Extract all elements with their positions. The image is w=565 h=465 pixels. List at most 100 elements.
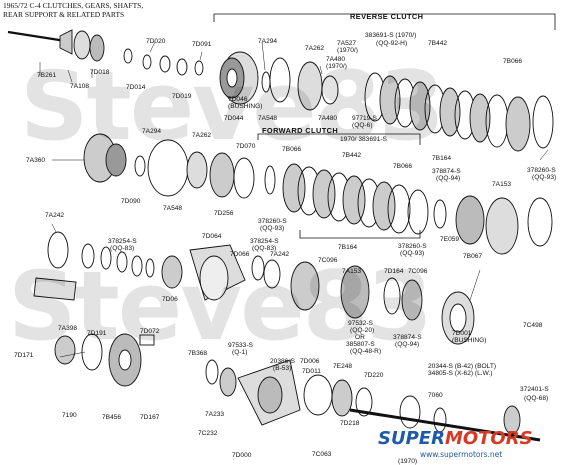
part-label: 7C232 [198, 430, 218, 437]
part-label: 7E059 [440, 236, 460, 243]
part-label: 7D171 [14, 352, 34, 359]
part-label: (QQ-93) [260, 225, 285, 232]
part-label: 7A527 [337, 40, 357, 47]
part-label: (Q-1) [232, 349, 248, 356]
part-label: 7B442 [342, 152, 362, 159]
planetary-row-parts [47, 231, 281, 301]
part-label: 7D018 [90, 69, 110, 76]
part-label: 7A360 [26, 157, 46, 164]
part-label: 378874-S [432, 168, 461, 175]
part-label: 378874-S [393, 334, 422, 341]
watermark-top: Steve83 [20, 52, 445, 162]
part-label: (QQ-94) [436, 175, 461, 182]
part-label: 7A262 [305, 45, 325, 52]
part-label: 385807-S [346, 341, 375, 348]
part-label: 7B368 [188, 350, 208, 357]
part-label: 378254-S [250, 238, 279, 245]
part-label: 7B066 [282, 146, 302, 153]
part-label: (QQ-93) [532, 174, 557, 181]
part-label: 7A398 [58, 325, 78, 332]
part-label: 7A242 [45, 212, 65, 219]
part-label: 372401-S [520, 386, 549, 393]
part-label: 7D070 [236, 143, 256, 150]
part-label: 7A294 [142, 128, 162, 135]
leader-lines [39, 41, 549, 358]
reverse-clutch-drum-drawing [219, 51, 259, 105]
part-label: (BUSHING) [452, 337, 487, 344]
part-label: 7D011 [302, 368, 321, 375]
reverse-clutch-parts [261, 57, 339, 111]
part-label: 7B456 [102, 414, 122, 421]
part-label: 97719-S [352, 115, 377, 122]
part-label: 7D256 [214, 210, 234, 217]
forward-clutch-plates [282, 163, 553, 255]
reverse-clutch-bracket [213, 13, 556, 30]
part-label: 7A242 [270, 251, 290, 258]
reverse-clutch-title: REVERSE CLUTCH [350, 12, 424, 21]
forward-clutch-cylinder-drawing [83, 133, 276, 199]
part-label: (QQ-6) [352, 122, 373, 129]
part-label: 7D090 [121, 198, 141, 205]
part-label: (QQ-83) [110, 245, 135, 252]
part-label: 7B066 [393, 163, 413, 170]
logo-brand-b: MOTORS [444, 428, 533, 449]
part-label: 7D220 [364, 372, 384, 379]
part-label: 7A548 [258, 115, 278, 122]
part-label: 7D066 [230, 251, 250, 258]
part-label: 7C096 [408, 268, 428, 275]
part-label: (1970) [398, 458, 418, 465]
part-label: 7A480 [326, 56, 346, 63]
part-label: 7D167 [140, 414, 160, 421]
part-label: 7190 [62, 412, 77, 419]
part-label: 7D064 [202, 233, 222, 240]
part-label: (QQ-20) [350, 327, 375, 334]
forward-clutch-title: FORWARD CLUTCH [262, 126, 339, 135]
part-label: 1970/ 383691-S [340, 136, 387, 143]
part-label: OR [355, 334, 365, 341]
part-label: 7B067 [463, 253, 483, 260]
part-label: 20344-S (B-42) (BOLT) [428, 363, 497, 370]
part-label: 7D191 [87, 330, 107, 337]
part-label: 7A153 [492, 181, 512, 188]
watermark-bottom: Steve83 [8, 252, 433, 362]
part-label: 7D020 [146, 38, 166, 45]
part-label: (1970/) [326, 63, 347, 70]
part-label: (BUSHING) [228, 103, 263, 110]
rear-support-parts [205, 359, 541, 442]
part-label: 7E248 [333, 363, 353, 370]
part-label: 7A153 [342, 268, 362, 275]
part-label: 7A548 [163, 205, 183, 212]
part-label: 7D046 [228, 96, 248, 103]
logo-url: www.supermotors.net [420, 450, 503, 459]
part-label: 7D014 [126, 84, 146, 91]
part-label: 7D000 [232, 452, 252, 459]
input-shaft-drawing [7, 29, 105, 62]
part-label: 7060 [428, 392, 443, 399]
part-label: 378260-S [527, 167, 556, 174]
part-label: (B-53) [273, 365, 292, 372]
part-label: 7B442 [428, 40, 448, 47]
part-label: 7D006 [300, 358, 320, 365]
part-label: 7C498 [523, 322, 543, 329]
part-label: 7D001 [452, 330, 472, 337]
part-label: 7D164 [384, 268, 404, 275]
part-label: 7A233 [205, 411, 225, 418]
part-label: 383691-S (1970/) [365, 32, 417, 39]
part-label: 378260-S [398, 243, 427, 250]
part-label: 7D091 [192, 41, 212, 48]
part-label: 7B164 [432, 155, 452, 162]
part-label: 7B164 [338, 244, 358, 251]
part-label: 7A480 [318, 115, 338, 122]
part-label: 378260-S [258, 218, 287, 225]
part-label: 7D218 [340, 420, 360, 427]
part-label: 7B066 [503, 58, 523, 65]
part-label: 7D044 [224, 115, 244, 122]
output-gear-parts [290, 261, 475, 345]
top-row-rings [123, 48, 204, 76]
header-line-1: 1965/72 C-4 CLUTCHES, GEARS, SHAFTS, [3, 1, 144, 10]
part-label: 7C096 [318, 257, 338, 264]
part-label: 97533-S [228, 342, 253, 349]
part-label: (QQ-92-H) [376, 40, 408, 47]
reverse-clutch-plates [364, 72, 554, 152]
part-label: (QQ-48-R) [350, 348, 382, 355]
